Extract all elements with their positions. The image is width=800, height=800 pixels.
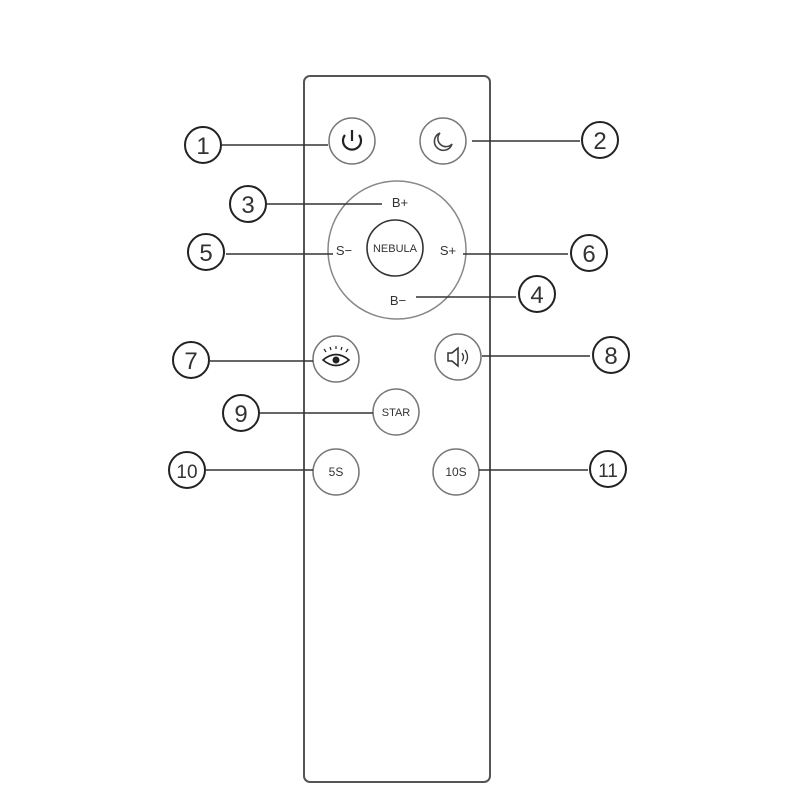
callout-8: 8 — [592, 336, 630, 374]
sound-button[interactable] — [434, 333, 482, 381]
ten-seconds-label: 10S — [445, 465, 466, 479]
callout-2: 2 — [581, 121, 619, 159]
svg-text:3: 3 — [241, 192, 254, 219]
nebula-button[interactable]: NEBULA — [366, 219, 424, 277]
speed-down-button[interactable]: S− — [336, 243, 352, 258]
callout-1: 1 — [184, 126, 222, 164]
callout-11: 11 — [589, 450, 627, 488]
svg-text:9: 9 — [234, 401, 247, 428]
leader-lines — [206, 140, 590, 471]
star-label: STAR — [382, 407, 411, 419]
svg-text:8: 8 — [604, 343, 617, 370]
callout-4: 4 — [518, 275, 556, 313]
five-seconds-label: 5S — [329, 465, 344, 479]
ten-seconds-button[interactable]: 10S — [432, 448, 480, 496]
svg-text:7: 7 — [184, 348, 197, 375]
svg-text:11: 11 — [598, 461, 618, 482]
power-icon — [341, 130, 363, 151]
callout-6: 6 — [570, 234, 608, 272]
brightness-down-button[interactable]: B− — [390, 293, 406, 308]
brightness-up-button[interactable]: B+ — [392, 195, 408, 210]
power-button[interactable] — [328, 117, 376, 165]
callout-10: 10 — [168, 451, 206, 489]
svg-text:2: 2 — [593, 128, 606, 155]
callout-7: 7 — [172, 341, 210, 379]
svg-text:10: 10 — [176, 462, 197, 483]
star-button[interactable]: STAR — [372, 388, 420, 436]
svg-text:6: 6 — [582, 241, 595, 268]
eye-button[interactable] — [312, 335, 360, 383]
svg-text:4: 4 — [530, 282, 543, 309]
moon-icon — [433, 132, 453, 152]
callout-3: 3 — [229, 185, 267, 223]
speaker-icon — [447, 346, 469, 368]
speed-up-button[interactable]: S+ — [440, 243, 456, 258]
svg-text:5: 5 — [199, 240, 212, 267]
eye-icon — [321, 346, 351, 367]
five-seconds-button[interactable]: 5S — [312, 448, 360, 496]
callout-5: 5 — [187, 233, 225, 271]
nebula-label: NEBULA — [373, 243, 418, 255]
timer-button[interactable] — [419, 117, 467, 165]
svg-text:1: 1 — [196, 133, 209, 160]
callout-9: 9 — [222, 394, 260, 432]
